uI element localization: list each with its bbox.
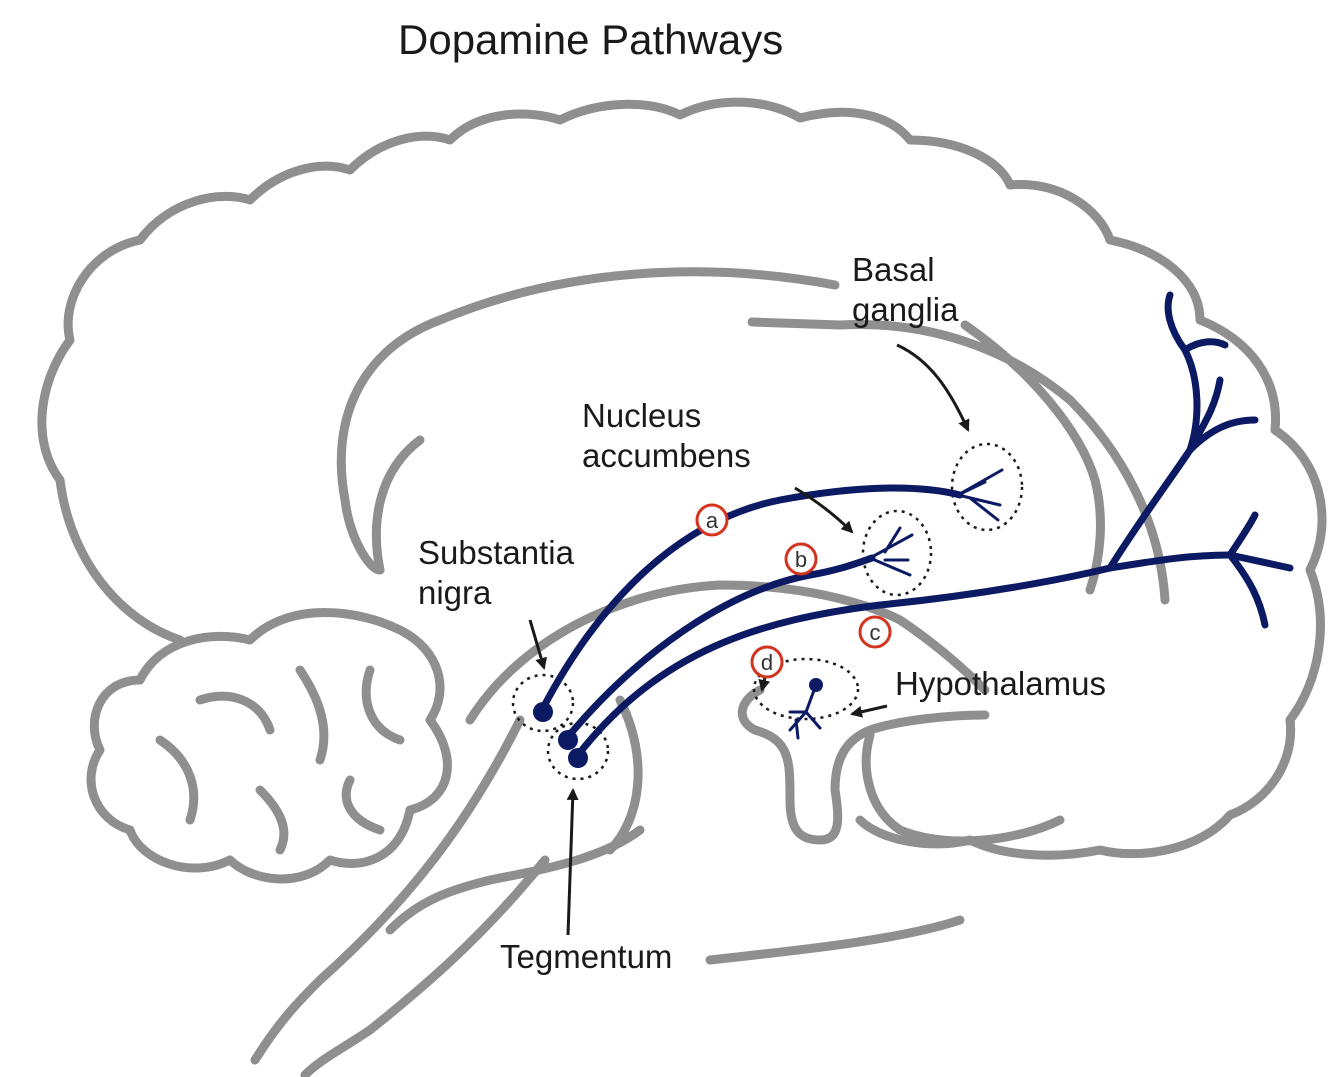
- diagram-title: Dopamine Pathways: [398, 16, 783, 64]
- substantia-nigra-cell: [533, 702, 553, 722]
- brainstem-left: [255, 720, 520, 1060]
- svg-text:a: a: [706, 508, 719, 533]
- tegmentum-label: Tegmentum: [500, 937, 672, 977]
- thalamus-lower: [610, 700, 638, 850]
- svg-text:d: d: [761, 650, 773, 675]
- cerebellum-outline: [91, 613, 447, 879]
- pathway-d-tuberoinfundibular: [790, 685, 820, 738]
- cerebellum-folia: [160, 670, 400, 850]
- nucleus-accumbens-region: [863, 511, 931, 595]
- svg-text:c: c: [870, 620, 881, 645]
- pathway-marker-b: b: [786, 544, 816, 574]
- basal-ganglia-region: [952, 444, 1022, 530]
- pathway-c-cortical-branch-top: [1168, 295, 1255, 450]
- tegmentum-cell-1: [558, 730, 578, 750]
- pathway-marker-c: c: [860, 617, 890, 647]
- ventricle-inner: [965, 325, 1100, 590]
- pathway-b-branches: [870, 528, 912, 575]
- lower-cortex-outline: [390, 830, 640, 930]
- nucleus-accumbens-label-line2: accumbens: [582, 436, 751, 476]
- substantia-nigra-label-line1: Substantia: [418, 533, 574, 573]
- pathway-c-cortical-branch-lower: [1230, 515, 1290, 625]
- pons-outline: [866, 735, 1060, 841]
- pathway-marker-d: d: [752, 647, 782, 677]
- basal-ganglia-arrow: [897, 345, 968, 430]
- pathway-a-branches: [958, 470, 1002, 520]
- nucleus-accumbens-label-line1: Nucleus: [582, 396, 751, 436]
- basal-ganglia-label: Basal ganglia: [852, 250, 958, 331]
- brainstem-base: [710, 920, 960, 960]
- svg-text:b: b: [795, 547, 807, 572]
- substantia-nigra-label: Substantia nigra: [418, 533, 574, 614]
- corpus-callosum-lower: [376, 440, 420, 570]
- pathway-marker-a: a: [697, 505, 727, 535]
- basal-ganglia-label-line1: Basal: [852, 250, 958, 290]
- nucleus-accumbens-label: Nucleus accumbens: [582, 396, 751, 477]
- basal-ganglia-label-line2: ganglia: [852, 290, 958, 330]
- hypothalamus-cell: [809, 678, 823, 692]
- tegmentum-cell-2: [568, 748, 588, 768]
- hypothalamus-arrow: [852, 706, 887, 714]
- hypothalamus-label: Hypothalamus: [895, 664, 1106, 704]
- substantia-nigra-label-line2: nigra: [418, 573, 574, 613]
